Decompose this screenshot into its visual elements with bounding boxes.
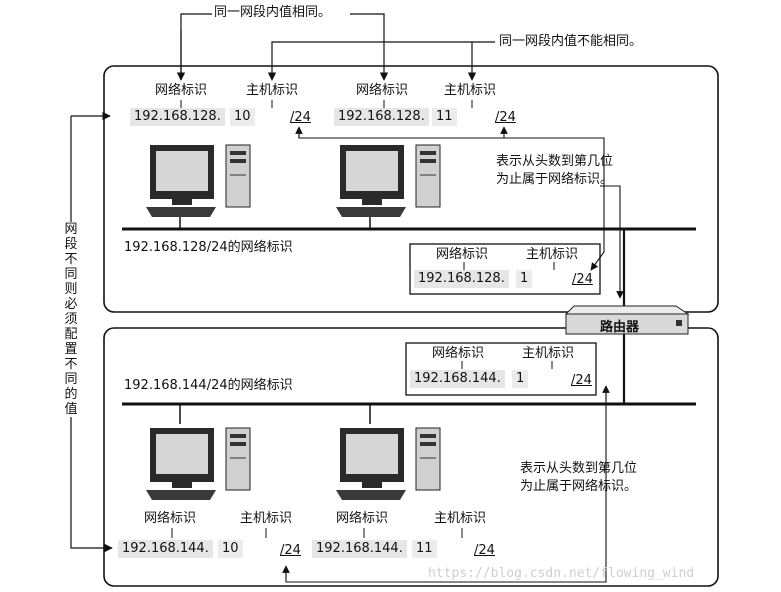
computer-icon [146,427,251,500]
arrow-same-right [350,13,389,81]
router-label: 路由器 [600,320,640,335]
router-host-address: 1 [512,370,529,388]
router-host-address: 1 [516,270,533,288]
bottom-segment-frame [103,327,719,587]
bottom-network-label: 192.168.144/24的网络标识 [124,378,293,393]
annotation-same-network: 同一网段内值相同。 [214,5,332,20]
prefix-note-line2: 为止属于网络标识。 [496,172,614,187]
prefix-length: /24 [495,110,516,125]
host-id-label: 主机标识 [522,346,575,361]
host-address: 11 [432,108,457,126]
top-segment-frame [103,65,719,313]
host-address: 10 [230,108,255,126]
router-prefix-length: /24 [571,373,592,388]
computer-icon [336,427,441,500]
side-note: 网段不同则必须配置不同的值 [63,222,79,417]
computer-icon [146,144,251,217]
bracket-same-left [180,13,212,80]
host-id-label: 主机标识 [526,247,579,262]
prefix-length: /24 [280,543,301,558]
prefix-note-line2: 为止属于网络标识。 [520,479,638,494]
net-id-label: 网络标识 [432,346,485,361]
arrow-host-right [467,41,495,81]
top-network-label: 192.168.128/24的网络标识 [124,240,293,255]
host-network-address: 192.168.128. [130,108,225,126]
host-id-label: 主机标识 [434,511,487,526]
host-id-label: 主机标识 [246,83,299,98]
prefix-length: /24 [290,110,311,125]
net-id-label: 网络标识 [336,511,389,526]
host-address: 10 [218,540,243,558]
net-id-label: 网络标识 [356,83,409,98]
host-id-label: 主机标识 [240,511,293,526]
host-address: 11 [412,540,437,558]
net-id-label: 网络标识 [436,247,489,262]
net-id-label: 网络标识 [144,511,197,526]
host-network-address: 192.168.144. [118,540,213,558]
watermark-url: https://blog.csdn.net/flowing_wind [428,566,695,581]
host-network-address: 192.168.128. [334,108,429,126]
router-network-address: 192.168.128. [414,270,509,288]
prefix-note-line1: 表示从头数到第几位 [496,154,614,169]
computer-icon [336,144,441,217]
router-icon [564,305,690,335]
host-network-address: 192.168.144. [312,540,407,558]
router-prefix-length: /24 [572,272,593,287]
router-network-address: 192.168.144. [410,370,505,388]
arrow-host-left [267,41,472,81]
annotation-host-different: 同一网段内值不能相同。 [499,34,643,49]
prefix-length: /24 [474,543,495,558]
net-id-label: 网络标识 [155,83,208,98]
prefix-note-line1: 表示从头数到第几位 [520,461,638,476]
host-id-label: 主机标识 [444,83,497,98]
